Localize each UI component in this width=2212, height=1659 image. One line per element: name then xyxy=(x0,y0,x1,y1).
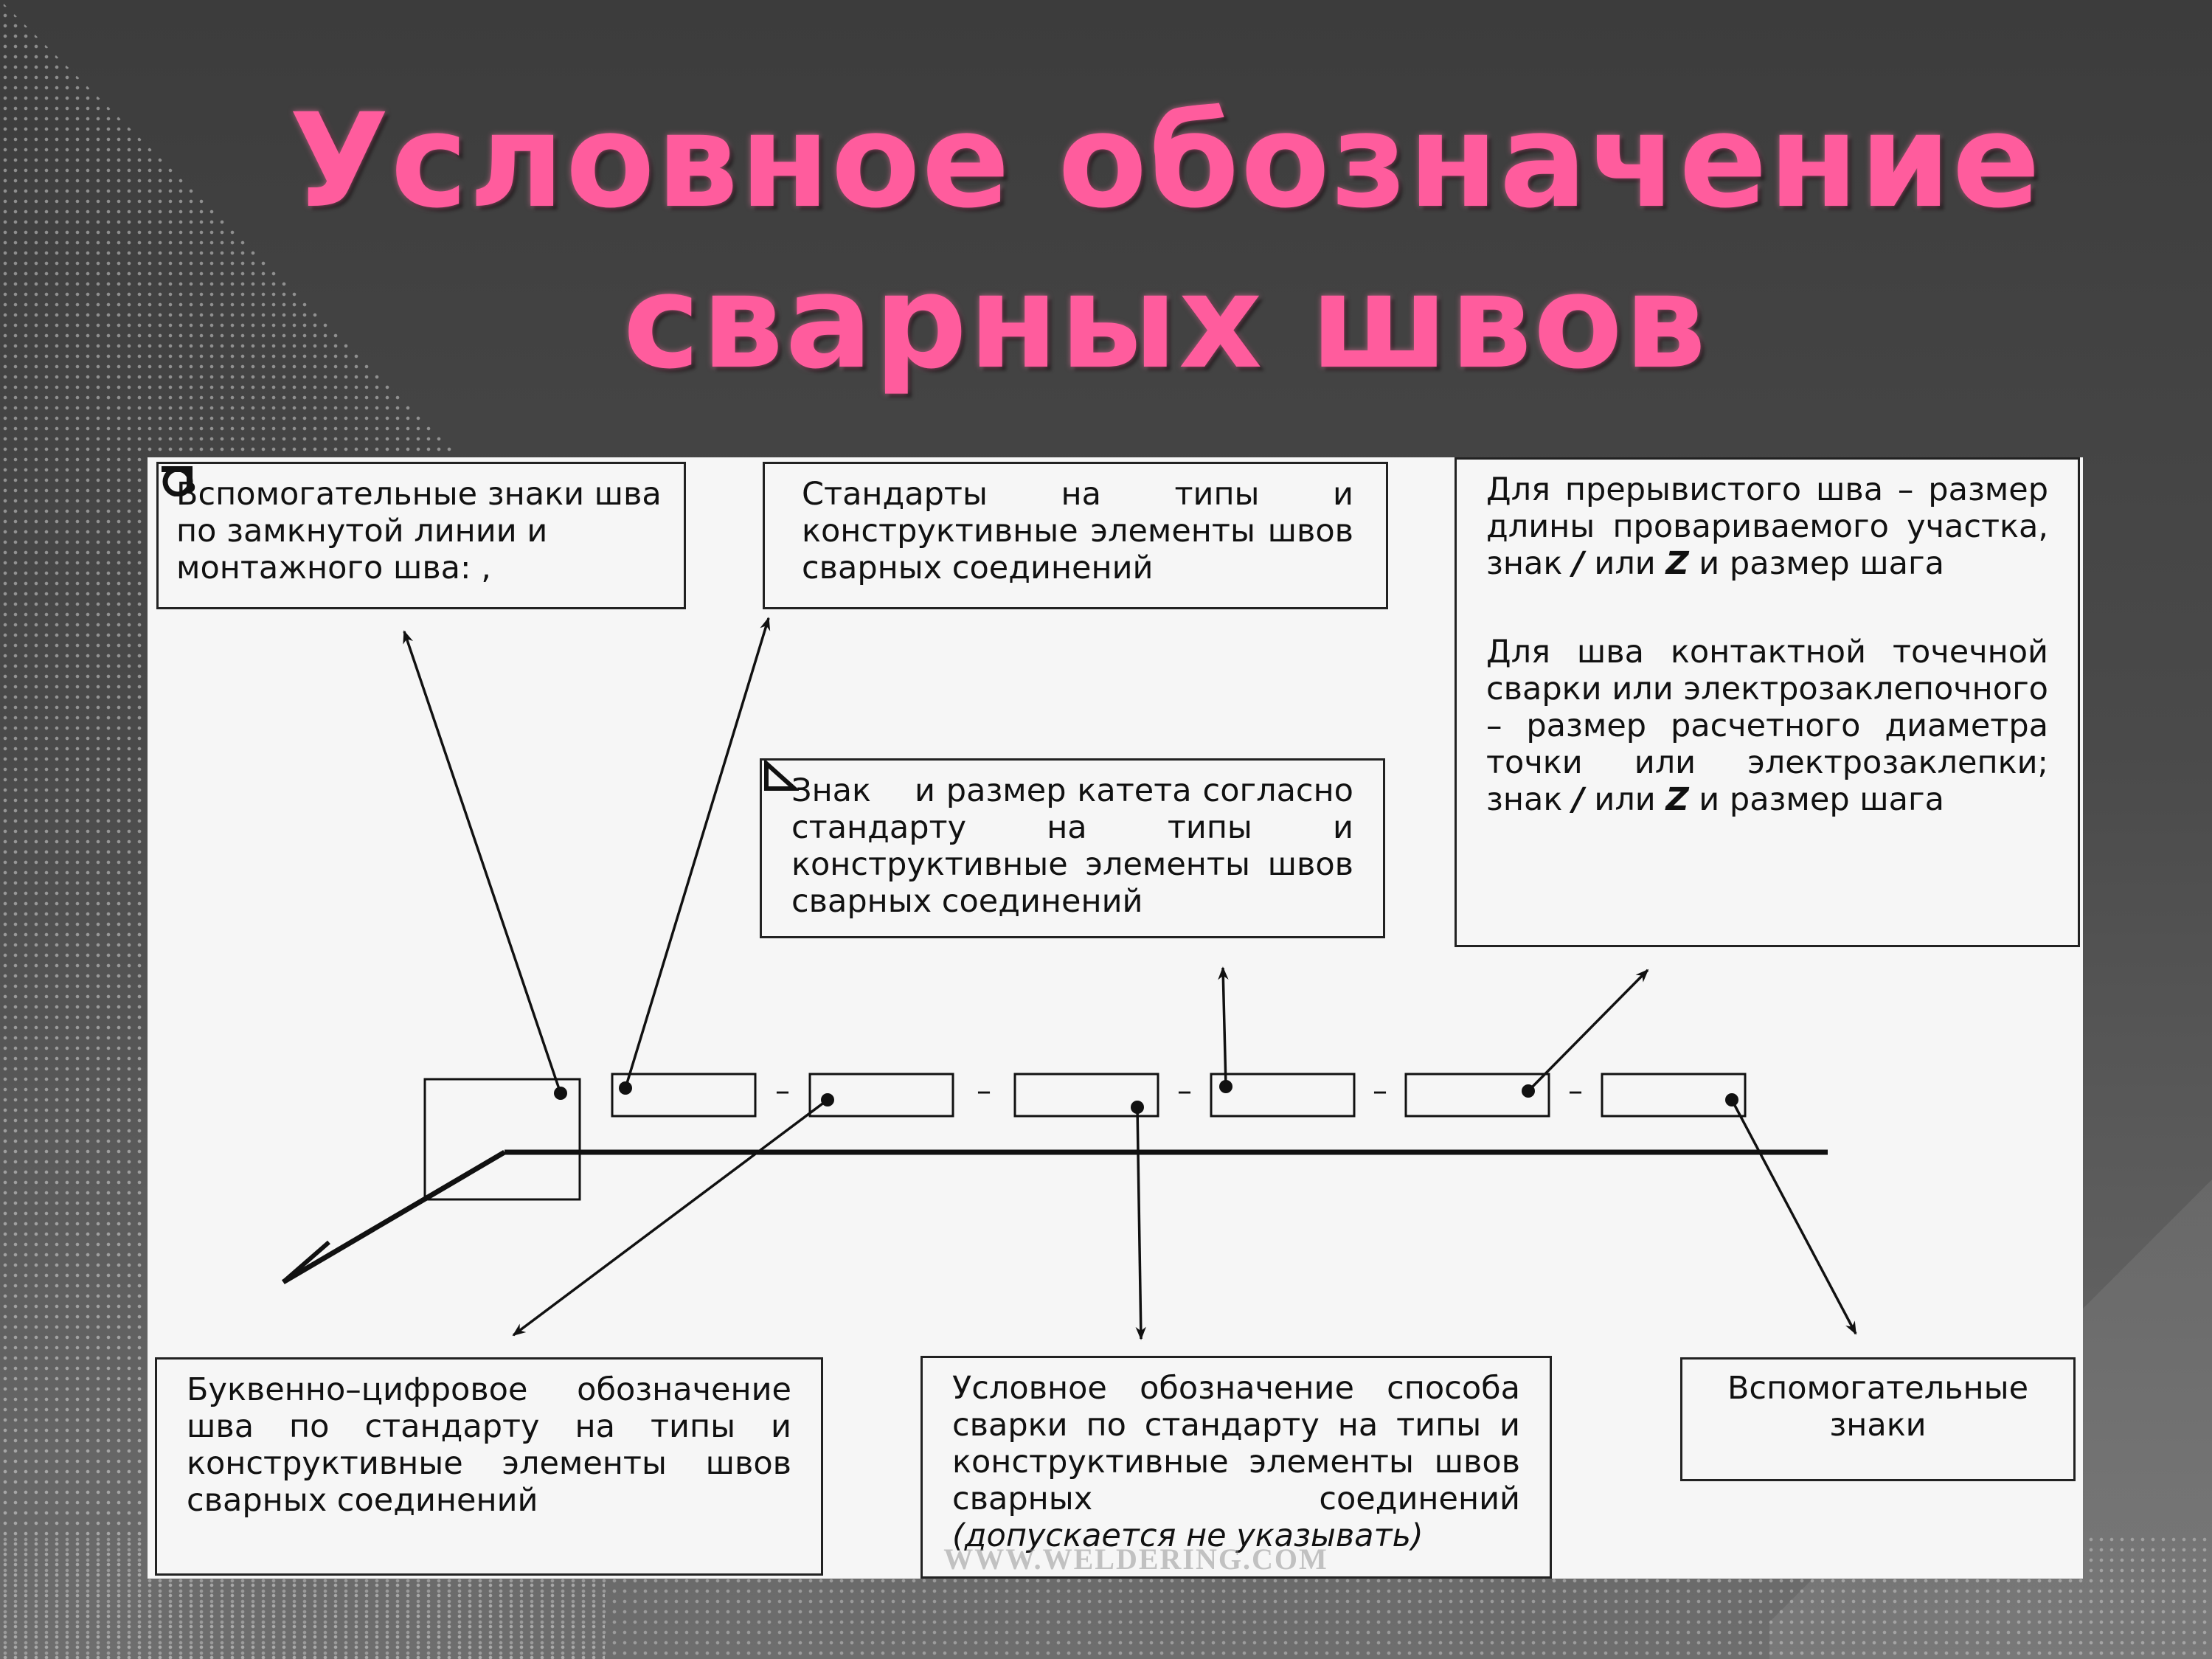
diagram-panel: – – – – – xyxy=(148,457,2083,1579)
box-aux-closed: Вспомогательные знаки шва по замкнутой л… xyxy=(156,462,686,609)
field-box-3 xyxy=(1013,1073,1159,1118)
symbol-separator: , xyxy=(481,550,491,586)
spot-text-b: и размер шага xyxy=(1699,781,1944,818)
spot-text-a: Для шва контактной точечной сварки или э… xyxy=(1486,634,2048,818)
leg-sign-prefix: Знак xyxy=(791,772,872,809)
leader-alnum xyxy=(512,1093,834,1337)
intermittent-text-a: Для прерывистого шва – размер длины пров… xyxy=(1486,471,2048,582)
box-aux-text: Вспомогательные знаки xyxy=(1727,1370,2029,1444)
intermittent-or: или xyxy=(1594,545,1656,582)
title-line-2: сварных швов xyxy=(623,246,1708,398)
slide-title: Условное обозначение сварных швов xyxy=(280,81,2050,403)
field-box-6 xyxy=(1601,1073,1747,1118)
weld-arrow-line xyxy=(282,1149,506,1285)
box-leg-sign-text: и размер катета согласно стандарту на ти… xyxy=(791,772,1353,920)
diagram-lines: – – – – – xyxy=(282,617,1857,1340)
auxiliary-symbol-square xyxy=(423,1078,581,1201)
z-symbol: Z xyxy=(1665,545,1689,582)
leader-intermittent xyxy=(1522,969,1649,1098)
box-aux: Вспомогательные знаки xyxy=(1680,1357,2076,1481)
leader-aux-closed xyxy=(403,630,567,1100)
leader-leg-sign xyxy=(1218,966,1232,1093)
box-method-note: (допускается не указывать) xyxy=(952,1517,1424,1554)
watermark: WWW.WELDERING.COM xyxy=(943,1542,1328,1576)
separator-3: – xyxy=(1177,1074,1192,1108)
title-line-1: Условное обозначение xyxy=(288,86,2042,237)
box-standards-text: Стандарты на типы и конструктивные элеме… xyxy=(802,476,1353,586)
box-intermittent: Для прерывистого шва – размер длины пров… xyxy=(1455,457,2080,947)
weld-arrow-barb xyxy=(282,1240,330,1284)
slash-symbol: / xyxy=(1572,545,1584,582)
field-box-4 xyxy=(1210,1073,1356,1118)
field-box-5 xyxy=(1404,1073,1550,1118)
z-symbol-2: Z xyxy=(1665,781,1689,818)
separator-5: – xyxy=(1568,1074,1583,1108)
box-intermittent-part1: Для прерывистого шва – размер длины пров… xyxy=(1486,471,2048,582)
box-method-text: Условное обозначение способа сварки по с… xyxy=(952,1370,1520,1517)
box-intermittent-part2: Для шва контактной точечной сварки или э… xyxy=(1486,634,2048,818)
separator-2: – xyxy=(977,1074,991,1108)
box-aux-closed-text: Вспомогательные знаки шва по замкнутой л… xyxy=(176,476,662,586)
box-alnum: Буквенно–цифровое обозначение шва по ста… xyxy=(155,1357,823,1576)
box-alnum-text: Буквенно–цифровое обозначение шва по ста… xyxy=(187,1371,791,1519)
spot-or: или xyxy=(1594,781,1656,818)
leader-aux xyxy=(1725,1093,1857,1335)
slash-symbol-2: / xyxy=(1572,781,1584,818)
leader-standards xyxy=(619,617,771,1095)
separator-4: – xyxy=(1373,1074,1387,1108)
intermittent-text-b: и размер шага xyxy=(1699,545,1944,582)
field-box-1 xyxy=(611,1073,757,1118)
separator-1: – xyxy=(775,1074,790,1108)
box-standards: Стандарты на типы и конструктивные элеме… xyxy=(763,462,1388,609)
leader-method xyxy=(1131,1101,1146,1340)
box-method: Условное обозначение способа сварки по с… xyxy=(920,1356,1552,1579)
field-box-2 xyxy=(808,1073,954,1118)
box-leg-sign: Знак и размер катета согласно стандарту … xyxy=(760,758,1385,938)
